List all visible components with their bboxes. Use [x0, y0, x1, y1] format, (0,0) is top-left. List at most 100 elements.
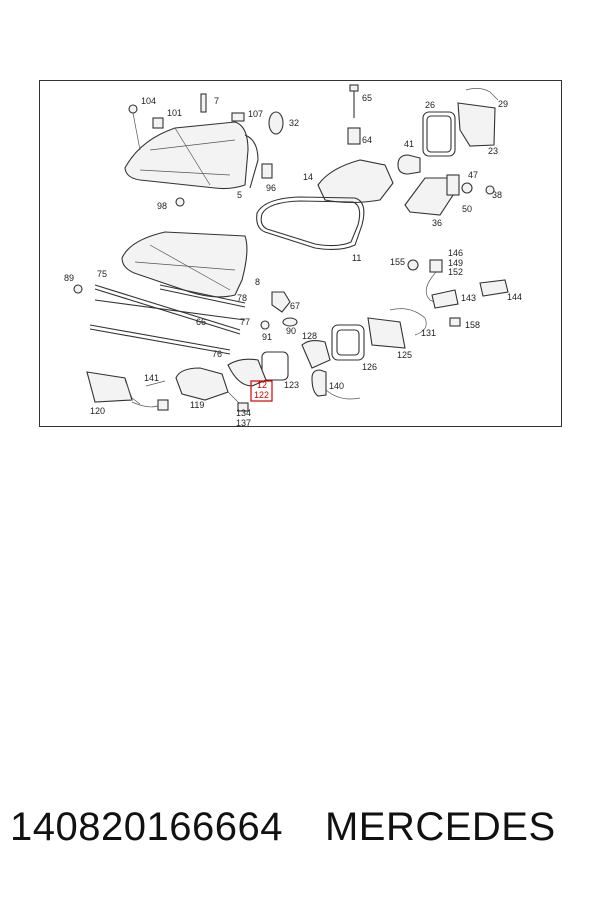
callout-label-76: 76 — [212, 349, 222, 359]
headlamp-frame — [244, 134, 259, 189]
bolt-104 — [128, 104, 138, 114]
strip-75 — [94, 284, 241, 331]
callout-label-126: 126 — [362, 362, 377, 372]
side-marker-144 — [479, 279, 509, 297]
callout-label-107: 107 — [248, 109, 263, 119]
callout-label-38: 38 — [492, 190, 502, 200]
screw-89 — [73, 284, 83, 294]
bolt-65-head — [349, 84, 359, 92]
grommet-155 — [407, 259, 419, 271]
callout-label-120: 120 — [90, 406, 105, 416]
highlighted-label-12: 12 — [257, 380, 267, 390]
screw-98 — [175, 197, 185, 207]
callout-label-66: 66 — [196, 317, 206, 327]
callout-label-75: 75 — [97, 269, 107, 279]
callout-label-137: 137 — [236, 418, 251, 428]
callout-label-29: 29 — [498, 99, 508, 109]
callout-label-143: 143 — [461, 293, 476, 303]
sleeve-64 — [347, 127, 361, 145]
callout-label-90: 90 — [286, 326, 296, 336]
cover-128 — [301, 339, 331, 369]
gasket-123 — [261, 351, 289, 381]
nut-101 — [152, 117, 164, 129]
callout-label-123: 123 — [284, 380, 299, 390]
callout-label-23: 23 — [488, 146, 498, 156]
callout-label-36: 36 — [432, 218, 442, 228]
callout-label-125: 125 — [397, 350, 412, 360]
part-number: 140820166664 — [10, 805, 283, 849]
bulb-158 — [449, 317, 461, 327]
strip-78 — [159, 284, 246, 304]
housing-125 — [367, 317, 406, 349]
housing-23 — [457, 102, 496, 147]
callout-label-26: 26 — [425, 100, 435, 110]
bracket-67 — [271, 291, 291, 313]
callout-label-78: 78 — [237, 293, 247, 303]
callout-label-89: 89 — [64, 273, 74, 283]
pin-141 — [145, 380, 166, 387]
callout-label-64: 64 — [362, 135, 372, 145]
bracket-96 — [261, 163, 273, 179]
callout-label-5: 5 — [237, 190, 242, 200]
gasket-26 — [422, 111, 456, 157]
callout-label-141: 141 — [144, 373, 159, 383]
callout-label-119: 119 — [190, 400, 204, 410]
callout-label-32: 32 — [289, 118, 299, 128]
callout-label-149: 149 — [448, 258, 463, 268]
callout-label-11: 11 — [352, 253, 361, 263]
bulb-140 — [311, 369, 327, 397]
callout-label-14: 14 — [303, 172, 313, 182]
connector-134 — [237, 402, 249, 412]
reflector-14 — [317, 159, 394, 204]
side-marker-143 — [431, 289, 459, 309]
callout-label-134: 134 — [236, 408, 251, 418]
bulb-38 — [485, 185, 495, 195]
callout-label-152: 152 — [448, 267, 463, 277]
fog-lamp-120 — [86, 371, 133, 403]
holder-50 — [446, 174, 460, 196]
strip-76 — [89, 324, 231, 351]
callout-label-144: 144 — [507, 292, 522, 302]
callout-label-158: 158 — [465, 320, 480, 330]
callout-label-47: 47 — [468, 170, 478, 180]
callout-label-101: 101 — [167, 108, 182, 118]
callout-label-50: 50 — [462, 204, 472, 214]
callout-label-77: 77 — [240, 317, 250, 327]
callout-label-67: 67 — [290, 301, 300, 311]
callout-label-91: 91 — [262, 332, 272, 342]
callout-label-41: 41 — [404, 139, 414, 149]
highlight-box — [250, 380, 273, 402]
callout-label-65: 65 — [362, 93, 372, 103]
fog-housing-119 — [175, 367, 229, 401]
bulb-47 — [461, 182, 473, 194]
washer-90 — [282, 317, 298, 327]
adjuster-32 — [268, 111, 284, 135]
callout-label-131: 131 — [421, 328, 436, 338]
callout-label-8: 8 — [255, 277, 260, 287]
strip-66 — [94, 299, 246, 321]
callout-label-140: 140 — [329, 381, 344, 391]
clip-107 — [231, 112, 245, 122]
brand-name: MERCEDES — [324, 805, 556, 849]
bulb-41 — [397, 154, 421, 175]
part-caption: 140820166664 MERCEDES — [10, 805, 590, 855]
fog-lens-122 — [227, 358, 267, 387]
connector-120 — [157, 399, 169, 411]
screw-91 — [260, 320, 270, 330]
callout-label-7: 7 — [214, 96, 219, 106]
callout-labels: 104 101 7 107 32 65 26 29 64 23 41 14 96 47 5 98 50 38 36 1… — [64, 93, 522, 428]
callout-label-96: 96 — [266, 183, 276, 193]
headlamp-upper — [124, 121, 249, 190]
callout-label-155: 155 — [390, 257, 405, 267]
callout-label-104: 104 — [141, 96, 156, 106]
gasket-126 — [331, 324, 365, 361]
seal-11 — [256, 196, 365, 251]
callout-label-146: 146 — [448, 248, 463, 258]
socket-146 — [429, 259, 443, 273]
highlighted-label-122: 122 — [254, 390, 269, 400]
callout-label-128: 128 — [302, 331, 317, 341]
callout-label-98: 98 — [157, 201, 167, 211]
wire-131 — [389, 308, 427, 336]
pin-7 — [200, 93, 207, 113]
